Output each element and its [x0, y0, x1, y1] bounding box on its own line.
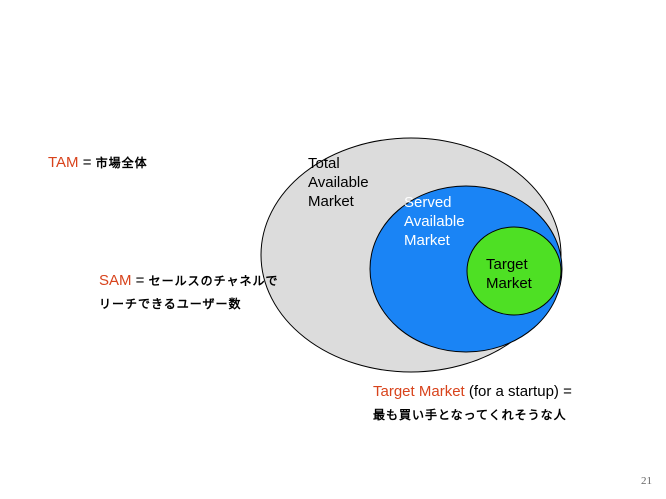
sam-description-line-1: セールスのチャネルで	[148, 274, 279, 288]
sam-label-line-3: Market	[404, 232, 450, 249]
sam-term: SAM	[99, 272, 132, 289]
target-rest: (for a startup) =	[464, 383, 576, 400]
sam-annotation: SAM = セールスのチャネルで	[99, 271, 279, 291]
target-circle	[466, 226, 562, 316]
tam-label-line-3: Market	[308, 193, 354, 210]
tam-label-line-1: Total	[308, 155, 340, 172]
sam-description-line-2: リーチできるユーザー数	[99, 297, 242, 311]
target-label-line-2: Market	[486, 275, 532, 292]
sam-circle-label: Served Available Market	[404, 193, 465, 250]
target-circle-label: Target Market	[486, 255, 532, 293]
target-annotation: Target Market (for a startup) =	[373, 382, 576, 402]
tam-annotation: TAM = 市場全体	[48, 153, 148, 173]
target-description: 最も買い手となってくれそうな人	[373, 408, 567, 422]
tam-term: TAM	[48, 154, 79, 171]
tam-equals: =	[78, 154, 96, 171]
target-label-line-1: Target	[486, 256, 528, 273]
sam-equals: =	[131, 272, 149, 289]
sam-label-line-2: Available	[404, 213, 465, 230]
page-number: 21	[641, 475, 652, 487]
tam-label-line-2: Available	[308, 174, 369, 191]
tam-description: 市場全体	[95, 156, 148, 170]
tam-circle-label: Total Available Market	[308, 154, 369, 211]
target-term: Target Market	[373, 383, 465, 400]
sam-label-line-1: Served	[404, 194, 452, 211]
